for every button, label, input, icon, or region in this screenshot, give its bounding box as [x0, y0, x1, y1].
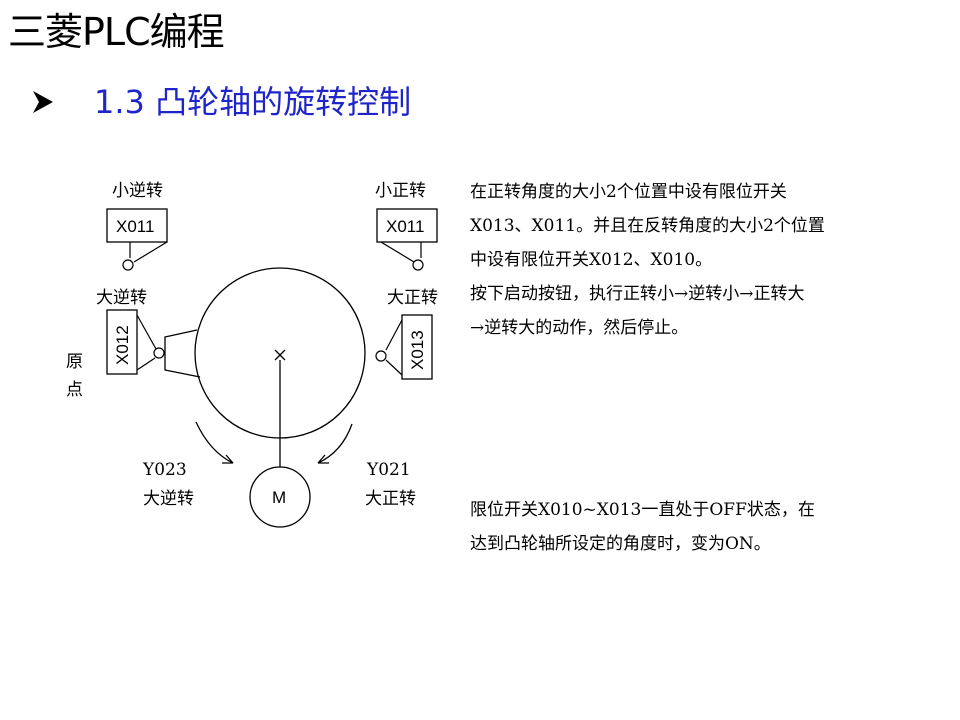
big-forward-switch-box: [401, 314, 433, 380]
small-reverse-switch-box: [106, 208, 168, 243]
small-forward-switch-contact: [412, 259, 424, 271]
forward-output-id: Y021: [366, 460, 411, 480]
big-forward-label: 大正转: [387, 288, 438, 308]
small-reverse-label: 小逆转: [112, 181, 163, 201]
big-forward-switch-contact: [375, 350, 387, 362]
small-forward-switch-id: X011: [386, 217, 424, 236]
motor-label: M: [272, 488, 286, 507]
reverse-output-id: Y023: [142, 460, 187, 480]
small-forward-switch-box: [376, 208, 438, 243]
big-reverse-switch-id: X012: [113, 325, 132, 365]
section-subtitle: 1.3 凸轮轴的旋转控制: [94, 83, 412, 121]
reverse-rotation-arrow: [195, 421, 234, 464]
big-reverse-label: 大逆转: [96, 288, 147, 308]
small-reverse-switch-contact: [122, 259, 134, 271]
forward-rotation-arrow: [317, 423, 353, 464]
small-forward-label: 小正转: [375, 181, 426, 201]
description-paragraph-2: 限位开关X010~X013一直处于OFF状态，在 达到凸轮轴所设定的角度时，变为…: [470, 500, 815, 554]
origin-label-1: 原: [66, 352, 83, 372]
small-reverse-switch-id: X011: [116, 217, 154, 236]
description-paragraph-1: 在正转角度的大小2个位置中设有限位开关 X013、X011。并且在反转角度的大小…: [470, 182, 825, 338]
cam-lobe: [164, 329, 201, 378]
arrow-bullet-icon: [33, 91, 53, 113]
big-reverse-switch-box: [106, 309, 138, 375]
origin-label-2: 点: [66, 380, 83, 400]
section-heading: 1.3 凸轮轴的旋转控制: [30, 80, 411, 124]
big-reverse-switch-contact: [153, 347, 165, 359]
big-forward-switch-id: X013: [408, 330, 427, 370]
shaft-center-mark: [274, 349, 286, 361]
reverse-output-label: 大逆转: [143, 489, 194, 509]
forward-output-label: 大正转: [365, 489, 416, 509]
page-title: 三菱PLC编程: [8, 10, 225, 54]
motor-circle: [249, 466, 311, 528]
